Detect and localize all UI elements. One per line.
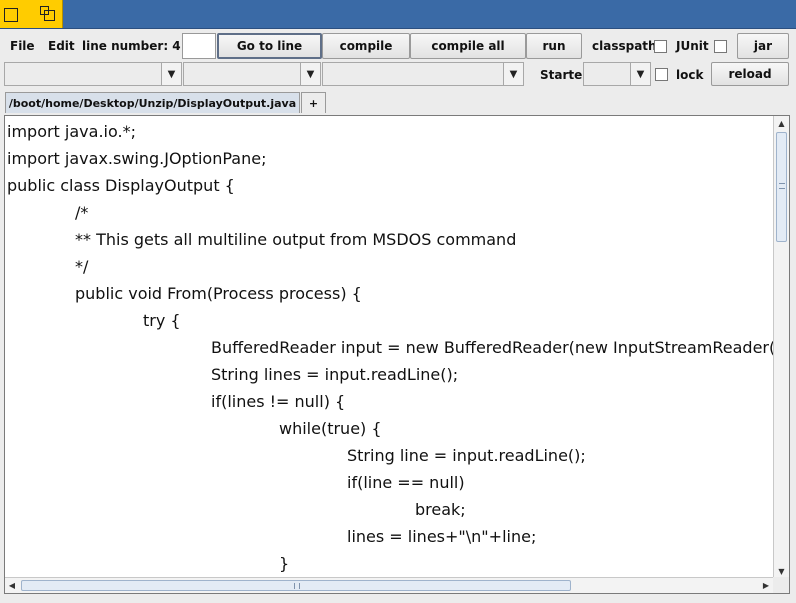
chevron-down-icon[interactable]: ▼: [161, 63, 181, 85]
grip-icon: [294, 583, 300, 589]
scroll-down-icon[interactable]: ▼: [778, 566, 785, 576]
junit-label: JUnit: [676, 39, 709, 53]
close-window-icon[interactable]: [4, 8, 18, 22]
classpath-checkbox[interactable]: [654, 40, 667, 53]
code-line[interactable]: if(line == null): [347, 473, 465, 492]
vertical-scrollbar[interactable]: ▲ ▼: [773, 116, 789, 578]
vertical-scroll-thumb[interactable]: [776, 132, 787, 242]
jar-button[interactable]: jar: [737, 33, 789, 59]
scroll-up-icon[interactable]: ▲: [778, 118, 785, 128]
code-line[interactable]: break;: [415, 500, 466, 519]
code-line[interactable]: lines = lines+"\n"+line;: [347, 527, 537, 546]
line-number-label: line number: 4: [82, 39, 181, 53]
horizontal-scrollbar[interactable]: ◀ ▶: [5, 577, 789, 593]
method-combo[interactable]: ▼: [322, 62, 524, 86]
chevron-down-icon[interactable]: ▼: [503, 63, 523, 85]
code-line[interactable]: if(lines != null) {: [211, 392, 346, 411]
line-number-input[interactable]: [182, 33, 216, 59]
code-editor[interactable]: import java.io.*; import javax.swing.JOpt…: [4, 115, 790, 594]
toolbar-row-1: File Edit line number: 4 Go to line comp…: [0, 31, 796, 61]
window-title-bar[interactable]: [0, 0, 796, 29]
zoom-window-icon-frame: [44, 10, 55, 21]
reload-button[interactable]: reload: [711, 62, 789, 86]
code-line[interactable]: BufferedReader input = new BufferedReade…: [211, 338, 775, 357]
code-line[interactable]: import java.io.*;: [7, 122, 136, 141]
starter-label: Starter:: [540, 68, 593, 82]
code-line[interactable]: public class DisplayOutput {: [7, 176, 235, 195]
chevron-down-icon[interactable]: ▼: [630, 63, 650, 85]
code-line[interactable]: String line = input.readLine();: [347, 446, 586, 465]
code-line[interactable]: }: [279, 554, 290, 573]
compile-all-button[interactable]: compile all: [410, 33, 526, 59]
window-tab[interactable]: [0, 0, 63, 28]
code-line[interactable]: while(true) {: [279, 419, 382, 438]
class-combo[interactable]: ▼: [183, 62, 321, 86]
scroll-left-icon[interactable]: ◀: [8, 581, 16, 590]
junit-checkbox[interactable]: [714, 40, 727, 53]
scroll-right-icon[interactable]: ▶: [762, 581, 770, 590]
code-line[interactable]: import javax.swing.JOptionPane;: [7, 149, 267, 168]
code-text-area[interactable]: import java.io.*; import javax.swing.JOpt…: [7, 118, 775, 576]
classpath-label: classpath:: [592, 39, 662, 53]
run-button[interactable]: run: [526, 33, 582, 59]
grip-icon: [779, 183, 785, 189]
new-tab-button[interactable]: +: [301, 92, 326, 113]
file-combo[interactable]: ▼: [4, 62, 182, 86]
code-line[interactable]: String lines = input.readLine();: [211, 365, 459, 384]
compile-button[interactable]: compile: [322, 33, 410, 59]
code-line[interactable]: */: [75, 257, 89, 276]
horizontal-scroll-thumb[interactable]: [21, 580, 571, 591]
code-line[interactable]: public void From(Process process) {: [75, 284, 362, 303]
go-to-line-button[interactable]: Go to line: [217, 33, 322, 59]
starter-combo[interactable]: ▼: [583, 62, 651, 86]
menu-file[interactable]: File: [10, 39, 35, 53]
tab-displayoutput-java[interactable]: /boot/home/Desktop/Unzip/DisplayOutput.j…: [5, 92, 300, 113]
chevron-down-icon[interactable]: ▼: [300, 63, 320, 85]
menu-edit[interactable]: Edit: [48, 39, 75, 53]
code-line[interactable]: /*: [75, 203, 89, 222]
lock-checkbox[interactable]: [655, 68, 668, 81]
scrollbar-corner: [773, 577, 789, 593]
code-line[interactable]: try {: [143, 311, 181, 330]
code-line[interactable]: ** This gets all multiline output from M…: [75, 230, 517, 249]
lock-label: lock: [676, 68, 704, 82]
